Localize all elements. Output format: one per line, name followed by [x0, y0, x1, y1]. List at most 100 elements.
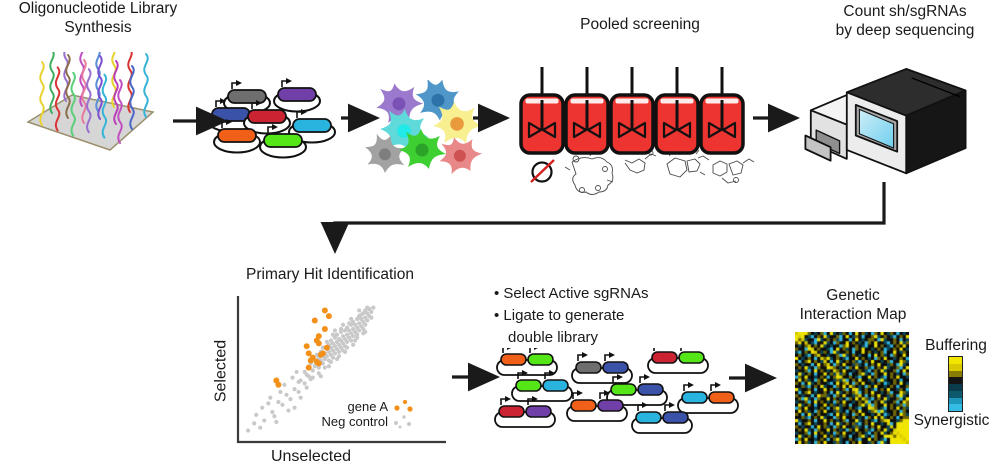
scatter-point-neg [290, 375, 295, 380]
scatter-point-neg [294, 369, 299, 375]
colorbar-step [949, 363, 962, 371]
scatter-point-neg [298, 395, 303, 400]
scatter-point-neg [357, 328, 362, 333]
insert-capsule-b [637, 383, 664, 396]
promoter-arrow-icon [251, 102, 257, 109]
cell [432, 102, 483, 144]
scatter-point-neg [276, 399, 281, 405]
no-drug-circle [531, 161, 553, 183]
colorbar-bottom-label: Synergistic [913, 412, 990, 429]
insert-capsule-b [542, 379, 569, 392]
bullet-select-sgrnas: Select Active sgRNAs [494, 283, 734, 305]
scatter-point-gene-a [315, 340, 322, 347]
scatter-point-neg [332, 351, 338, 356]
scatter-point-neg [260, 405, 265, 410]
cell [365, 133, 405, 173]
scatter-point-neg [330, 355, 336, 360]
insert-capsule-a [651, 351, 678, 364]
promoter-arrow-icon [680, 348, 682, 351]
promoter-arrowhead [301, 109, 307, 115]
colorbar [948, 356, 963, 412]
promoter-arrow-icon [664, 404, 670, 411]
plasmid [259, 124, 307, 159]
scatter-point-gene-a [311, 317, 318, 324]
scatter-point-neg [340, 322, 346, 327]
promoter-arrow-icon [529, 348, 531, 353]
oligo-strand [101, 73, 108, 139]
plasmid [273, 78, 321, 113]
bioreactor-flask [654, 67, 700, 155]
promoter-arrowhead [642, 402, 648, 408]
promoter-arrowhead [577, 390, 583, 396]
scatter-point-neg [338, 326, 344, 332]
colorbar-step [949, 370, 962, 378]
scatter-point-neg [266, 401, 271, 406]
promoter-arrowhead [688, 382, 694, 388]
scatter-point-gene-a [305, 364, 312, 371]
promoter-arrow-icon [281, 80, 287, 87]
insert-capsule [247, 109, 287, 124]
oligo-strand [70, 71, 76, 137]
impeller-left [572, 121, 588, 139]
oligo-strand [95, 52, 101, 112]
cell-pool-illustration [365, 80, 483, 175]
scatter-point-neg [357, 308, 362, 313]
impeller-right [586, 121, 602, 139]
oligo-strand [113, 60, 119, 125]
cell-nucleus [453, 149, 466, 162]
scatter-point-neg [365, 318, 370, 323]
impeller-right [676, 121, 692, 139]
scatter-point-neg [284, 392, 289, 397]
insert-capsule [277, 87, 317, 102]
legend-dot [407, 406, 413, 412]
impeller-right [721, 121, 737, 139]
cell [439, 137, 483, 175]
promoter-arrowhead [286, 78, 292, 84]
oligo-strand [65, 54, 71, 119]
promoter-arrowhead [534, 348, 538, 350]
promoter-arrowhead [522, 370, 528, 376]
promoter-arrow-icon [639, 376, 645, 383]
insert-capsule-a [498, 405, 525, 418]
insert-capsule-a [610, 383, 637, 396]
scatter-point-gene-a [323, 344, 330, 351]
legend-dot [398, 425, 402, 429]
promoter-arrowhead [644, 374, 650, 380]
scatter-point-gene-a [305, 350, 312, 357]
promoter-arrow-icon [572, 392, 578, 399]
scatter-point-gene-a [321, 326, 328, 333]
step-bullets: Select Active sgRNAs Ligate to generate … [494, 283, 734, 348]
scatter-point-neg [282, 382, 287, 387]
bioreactor-flask [609, 67, 655, 155]
bioreactor-flask [699, 67, 745, 155]
promoter-arrow-icon [612, 376, 618, 383]
promoter-arrowhead [272, 124, 278, 130]
double-plasmid [566, 390, 628, 422]
scatter-point-neg [254, 412, 259, 417]
oligo-chip-illustration [26, 52, 155, 151]
promoter-arrowhead [220, 98, 226, 104]
promoter-arrow-icon [683, 384, 689, 391]
sequencing-title: Count sh/sgRNAs by deep sequencing [835, 3, 975, 39]
scatter-point-neg [252, 421, 257, 426]
arrow-sequencer-to-hits [320, 182, 886, 254]
cell [399, 129, 446, 169]
legend-dot [402, 399, 408, 405]
oligo-strand [81, 59, 87, 124]
scatter-point-neg [336, 349, 342, 355]
insert-capsule [292, 118, 332, 133]
scatter-point-neg [344, 345, 350, 350]
scatter-point-neg [258, 425, 263, 430]
legend-dot [394, 421, 398, 425]
double-plasmid [511, 370, 573, 402]
scatter-point-neg [292, 386, 297, 392]
legend-dot [402, 415, 406, 419]
sequencer-drawer-slot [815, 129, 841, 155]
scatter-point-neg [351, 342, 356, 347]
cell [376, 83, 424, 123]
plasmid [243, 100, 291, 135]
promoter-arrowhead [256, 100, 262, 106]
scatter-point-neg [270, 409, 275, 415]
scatter-point-neg [280, 402, 285, 407]
scatter-point-neg [310, 375, 315, 380]
